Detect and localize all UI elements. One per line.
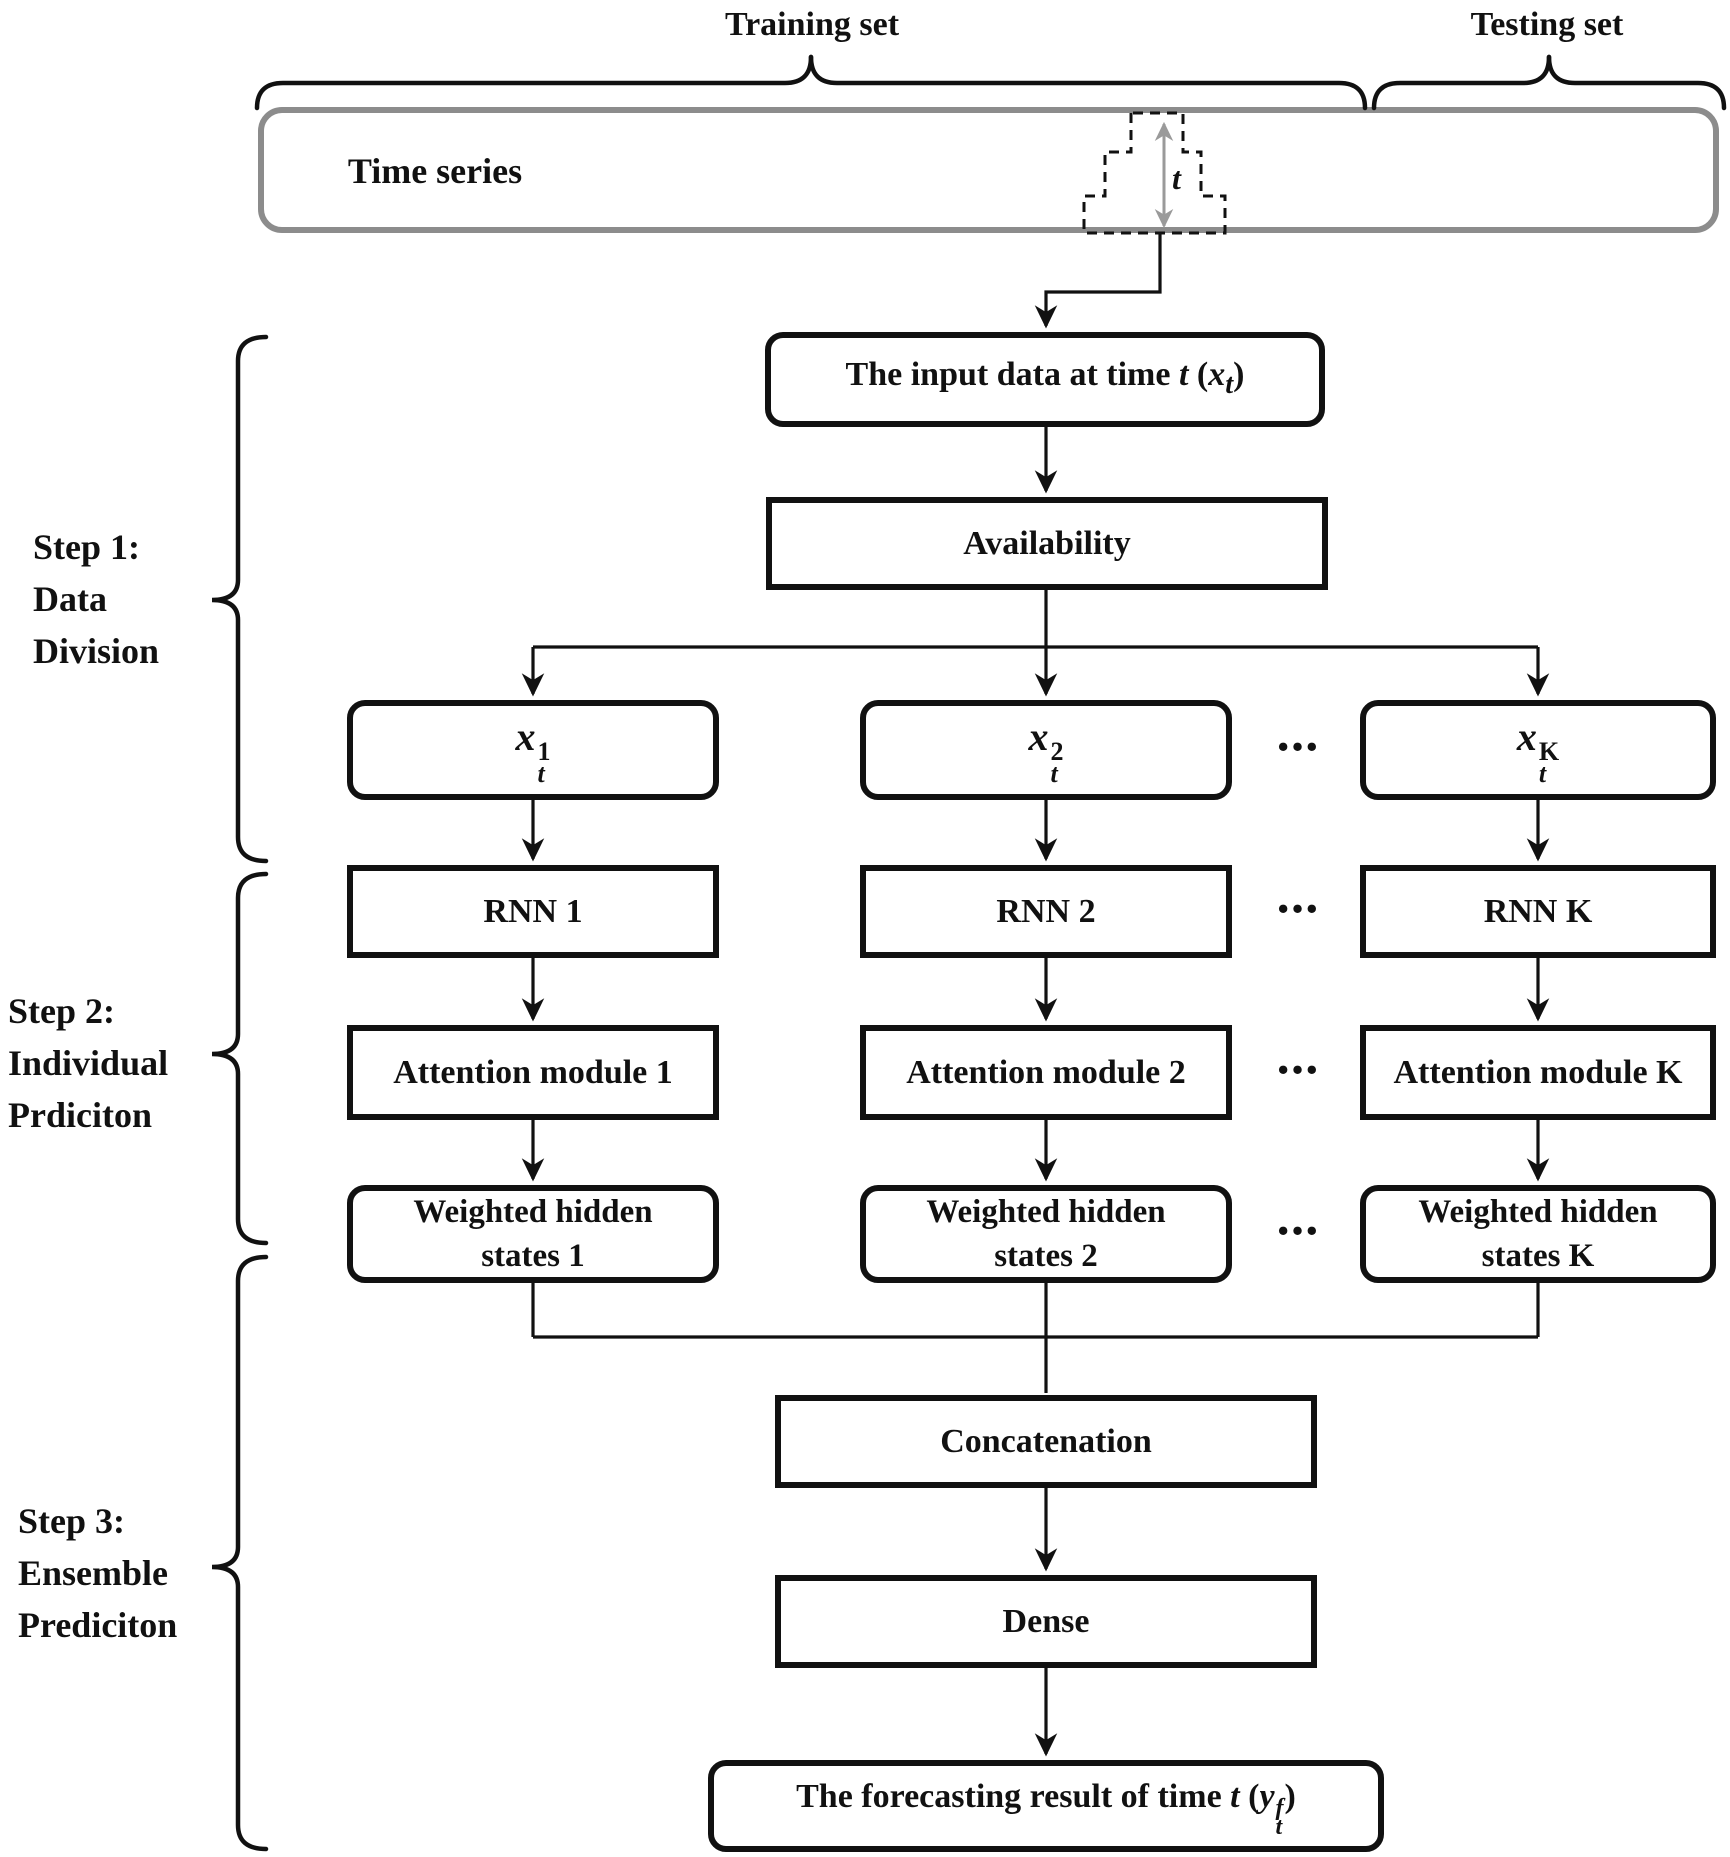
attention2-box: Attention module 2	[860, 1025, 1232, 1120]
rnn1-label: RNN 1	[483, 892, 583, 930]
timeseries-to-input-connector	[1034, 233, 1162, 329]
step1-line2: Data	[33, 579, 107, 619]
testing-set-brace	[1371, 54, 1727, 111]
dashed-window-outline	[1082, 111, 1227, 235]
ellipsis-x-row: ···	[1274, 719, 1320, 776]
weightedk-box: Weighted hidden states K	[1360, 1185, 1716, 1283]
time-series-label: Time series	[347, 151, 523, 191]
step2-label: Step 2: Individual Prdiciton	[8, 985, 168, 1141]
training-set-label: Training set	[724, 6, 900, 43]
availability-box: Availability	[766, 497, 1328, 590]
testing-set-label: Testing set	[1470, 6, 1624, 43]
availability-label: Availability	[963, 524, 1131, 562]
ellipsis-attention-row: ···	[1274, 1042, 1320, 1099]
rnnk-box: RNN K	[1360, 865, 1716, 958]
weightedk-line2: states K	[1481, 1238, 1595, 1274]
weightedk-line1: Weighted hidden	[1418, 1194, 1658, 1230]
step2-brace	[211, 871, 269, 1246]
concatenation-label: Concatenation	[940, 1422, 1152, 1460]
step2-line3: Prdiciton	[8, 1095, 152, 1135]
weighted2-line1: Weighted hidden	[926, 1194, 1166, 1230]
step1-line3: Division	[33, 631, 160, 671]
step1-line1: Step 1:	[33, 527, 140, 567]
weighted2-box: Weighted hidden states 2	[860, 1185, 1232, 1283]
dense-box: Dense	[775, 1575, 1317, 1668]
attention2-label: Attention module 2	[906, 1053, 1186, 1091]
input-data-text: The input data at time t (xt)	[845, 355, 1245, 400]
input-data-box: The input data at time t (xt)	[765, 332, 1325, 427]
step2-line1: Step 2:	[8, 991, 115, 1031]
weighted1-line2: states 1	[481, 1238, 585, 1274]
ellipsis-rnn-row: ···	[1274, 881, 1320, 938]
rnn1-box: RNN 1	[347, 865, 719, 958]
weighted1-line1: Weighted hidden	[413, 1194, 653, 1230]
step1-label: Step 1: Data Division	[33, 521, 159, 677]
time-t-marker: t	[1172, 160, 1181, 196]
weighted2-line2: states 2	[994, 1238, 1098, 1274]
attentionk-box: Attention module K	[1360, 1025, 1716, 1120]
rnn2-box: RNN 2	[860, 865, 1232, 958]
attention1-box: Attention module 1	[347, 1025, 719, 1120]
training-set-brace	[254, 54, 1368, 111]
attention1-label: Attention module 1	[393, 1053, 673, 1091]
concatenation-box: Concatenation	[775, 1395, 1317, 1488]
step3-line3: Prediciton	[18, 1605, 178, 1645]
step3-line1: Step 3:	[18, 1501, 125, 1541]
step3-brace	[211, 1254, 269, 1852]
step2-line2: Individual	[8, 1043, 169, 1083]
time-series-box	[258, 107, 1719, 233]
step3-label: Step 3: Ensemble Prediciton	[18, 1495, 177, 1651]
rnn2-label: RNN 2	[996, 892, 1096, 930]
step1-brace	[211, 334, 269, 864]
attentionk-label: Attention module K	[1393, 1053, 1683, 1091]
dense-label: Dense	[1002, 1602, 1090, 1640]
ellipsis-weighted-row: ···	[1274, 1203, 1320, 1260]
step3-line2: Ensemble	[18, 1553, 169, 1593]
weighted1-box: Weighted hidden states 1	[347, 1185, 719, 1283]
rnnk-label: RNN K	[1483, 892, 1593, 930]
